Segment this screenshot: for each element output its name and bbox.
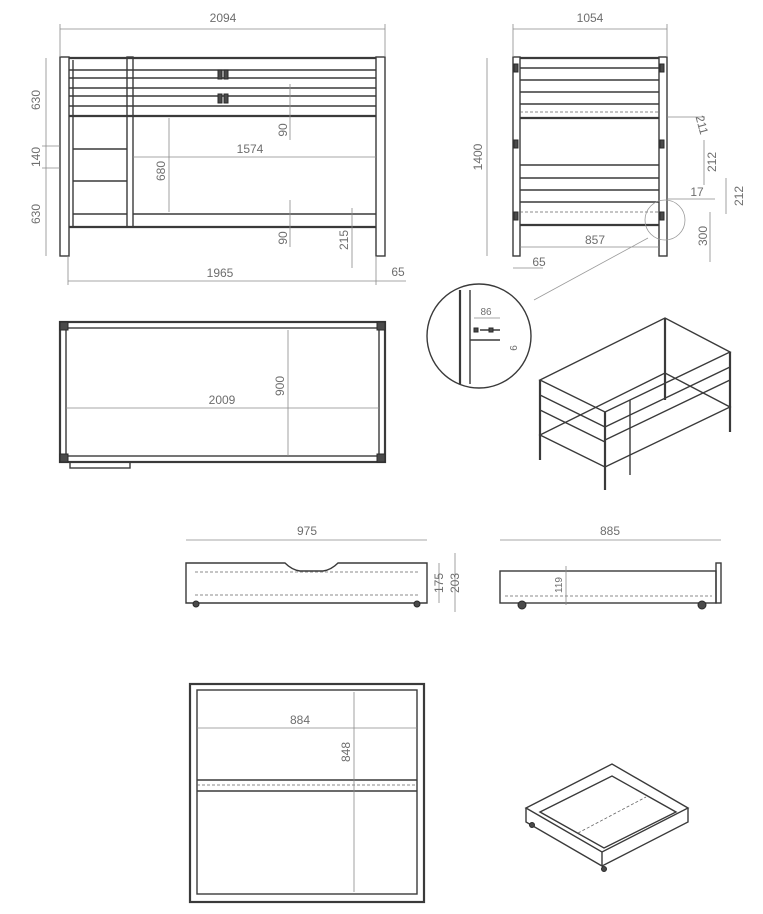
detail-view: 86 6 xyxy=(426,237,649,389)
upper-height-dim: 630 xyxy=(29,90,43,110)
isometric-bed xyxy=(538,317,732,490)
rail-90-lower: 90 xyxy=(276,231,290,245)
side-height-dim: 1400 xyxy=(471,143,485,170)
detail-6: 6 xyxy=(509,345,520,351)
rail-211: 211 xyxy=(693,114,712,136)
base-length-dim: 1965 xyxy=(207,266,234,280)
top-width-dim: 900 xyxy=(273,376,287,396)
ladder-gap-dim: 680 xyxy=(154,161,168,181)
drawer-front-view: 975 175 203 xyxy=(185,524,462,612)
side-elevation: 1054 1400 211 212 212 17 300 857 65 xyxy=(471,11,746,269)
inner-width-857: 857 xyxy=(585,233,605,247)
front-width-dim: 2094 xyxy=(210,11,237,25)
gap-dim: 140 xyxy=(29,147,43,167)
rail-212-b: 212 xyxy=(732,186,746,206)
drawer-height-119: 119 xyxy=(554,577,565,593)
floor-clearance-dim: 215 xyxy=(337,230,351,250)
drawer-175: 175 xyxy=(432,573,446,593)
clearance-300: 300 xyxy=(696,226,710,246)
drawer-top-848: 848 xyxy=(339,742,353,762)
front-elevation: 2094 630 140 630 90 1574 680 90 215 1965… xyxy=(29,11,406,285)
drawer-width-885: 885 xyxy=(600,524,620,538)
post-65-front: 65 xyxy=(391,265,405,279)
top-view: 2009 900 xyxy=(58,320,387,469)
offset-17: 17 xyxy=(690,185,704,199)
rail-90-upper: 90 xyxy=(276,123,290,137)
detail-86: 86 xyxy=(480,307,492,318)
top-length-dim: 2009 xyxy=(209,393,236,407)
drawer-side-view: 885 119 xyxy=(499,524,722,610)
inner-length-dim: 1574 xyxy=(237,142,264,156)
drawer-203: 203 xyxy=(448,573,462,593)
drawer-top-view: 884 848 xyxy=(188,682,426,904)
drawer-top-884: 884 xyxy=(290,713,310,727)
post-65-side: 65 xyxy=(532,255,546,269)
drawer-width-975: 975 xyxy=(297,524,317,538)
side-width-dim: 1054 xyxy=(577,11,604,25)
drawer-isometric xyxy=(524,763,690,872)
lower-height-dim: 630 xyxy=(29,204,43,224)
rail-212-a: 212 xyxy=(705,152,719,172)
